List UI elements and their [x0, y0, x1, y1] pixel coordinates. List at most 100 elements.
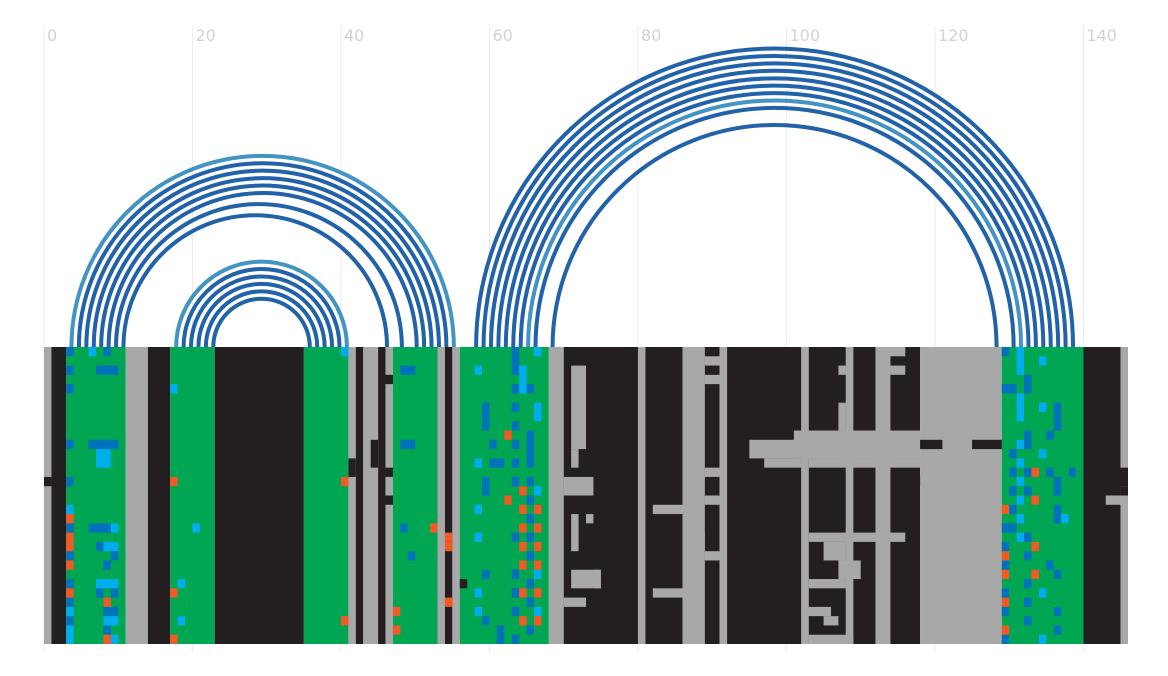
track-cell	[88, 347, 96, 357]
track-cell	[526, 625, 535, 635]
track-cell	[526, 439, 535, 450]
arc	[203, 289, 320, 348]
track-cell	[400, 439, 408, 450]
track-column	[355, 347, 364, 644]
track-cell	[1046, 467, 1054, 477]
track-cell	[1016, 411, 1025, 422]
track-cell	[110, 439, 119, 450]
track-cell	[103, 523, 111, 533]
track-cell	[110, 523, 119, 533]
track-cell	[170, 476, 178, 487]
track-cell	[1001, 523, 1010, 533]
track-cell	[1016, 365, 1025, 375]
arc	[496, 69, 1053, 348]
arc	[528, 101, 1021, 347]
track-cell	[103, 365, 111, 375]
track-column	[437, 347, 445, 644]
track-cell	[1016, 356, 1025, 366]
track-column	[452, 347, 460, 644]
track-cell	[110, 365, 119, 375]
arc	[533, 106, 1016, 348]
track-cell	[504, 495, 512, 505]
track-cell	[482, 411, 490, 422]
track-gap-block	[563, 476, 594, 496]
track-cell	[1016, 532, 1025, 542]
arc	[181, 267, 342, 348]
track-cell	[474, 606, 483, 617]
track-cell	[534, 560, 542, 570]
track-cell	[103, 616, 111, 626]
alignment-track	[44, 347, 1128, 644]
track-cell	[192, 523, 200, 533]
track-cell	[340, 476, 349, 487]
track-cell	[66, 588, 74, 598]
track-cell	[511, 606, 520, 617]
track-cell	[407, 365, 416, 375]
track-cell	[407, 439, 416, 450]
track-dark-block	[905, 476, 921, 487]
track-cell	[519, 560, 527, 570]
track-cell	[1053, 421, 1062, 431]
track-column	[348, 347, 356, 644]
track-cell	[1024, 532, 1032, 542]
track-cell	[496, 634, 505, 644]
track-cell	[482, 616, 490, 626]
track-cell	[482, 476, 490, 487]
track-cell	[1024, 384, 1032, 394]
track-cell	[511, 421, 520, 431]
track-cell	[534, 606, 542, 617]
track-cell	[511, 476, 520, 487]
track-dark-block	[348, 458, 356, 477]
track-cell	[103, 458, 111, 468]
track-column	[303, 347, 349, 644]
track-cell	[1053, 486, 1062, 496]
track-gap-block	[1105, 495, 1121, 505]
track-cell	[1053, 625, 1062, 635]
arc	[550, 123, 999, 348]
track-cell	[1046, 430, 1054, 440]
track-cell	[1053, 606, 1062, 617]
track-gap-block	[882, 347, 906, 357]
track-cell	[511, 532, 520, 542]
track-cell	[1053, 402, 1062, 412]
track-column	[890, 347, 921, 644]
track-cell	[103, 634, 111, 644]
track-cell	[444, 541, 453, 552]
track-dark-block	[385, 495, 393, 505]
arc	[174, 259, 349, 348]
arc	[106, 191, 419, 348]
arc	[99, 183, 427, 348]
track-column	[125, 347, 148, 644]
track-cell	[534, 569, 542, 580]
track-cell	[519, 616, 527, 626]
track-dark-block	[459, 579, 468, 589]
track-cell	[103, 597, 111, 607]
track-cell	[1001, 541, 1010, 552]
track-gap-block	[808, 634, 854, 644]
track-gap-block	[563, 597, 586, 607]
track-cell	[1009, 523, 1017, 533]
track-cell	[1016, 495, 1025, 505]
track-cell	[66, 504, 74, 515]
track-gap-block	[838, 402, 846, 431]
track-cell	[496, 625, 505, 635]
track-gap-block	[823, 616, 839, 626]
track-cell	[1038, 634, 1047, 644]
track-cell	[95, 588, 104, 598]
track-gap-block	[704, 551, 720, 561]
track-cell	[88, 439, 96, 450]
track-gap-block	[704, 467, 720, 477]
track-gap-block	[808, 579, 846, 589]
track-dark-block	[44, 476, 52, 487]
track-cell	[1038, 356, 1047, 366]
track-cell	[511, 356, 520, 366]
track-cell	[519, 486, 527, 496]
track-cell	[1038, 588, 1047, 598]
track-cell	[103, 541, 111, 552]
track-cell	[474, 458, 483, 468]
track-dark-block	[385, 374, 393, 385]
track-cell	[1038, 402, 1047, 412]
track-cell	[110, 551, 119, 561]
track-cell	[511, 384, 520, 394]
track-dark-block	[972, 439, 1002, 450]
